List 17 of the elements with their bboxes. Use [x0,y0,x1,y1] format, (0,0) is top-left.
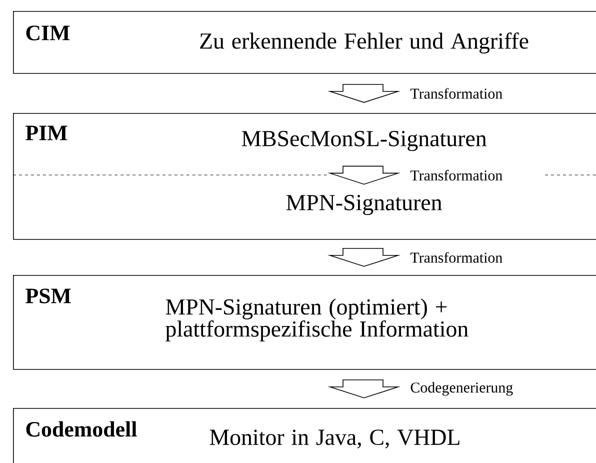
layer-content: MPN-Signaturen (optimiert) + plattformspezifische Information [166,298,468,342]
layer-content: MPN-Signaturen [286,194,442,216]
layer-content: Monitor in Java, C, VHDL [210,430,460,448]
block-arrow [327,380,401,398]
block-arrow [327,166,401,185]
edge-label: Codegenerierung [408,380,516,398]
layer-name: CIM [26,26,70,40]
edge-label: Transformation [408,86,505,101]
layer-name: PSM [26,288,71,304]
block-arrow [327,248,401,267]
edge-label: Transformation [408,250,505,265]
layer-content: MBSecMonSL-Signaturen [242,130,486,152]
layer-name: Codemodell [26,421,137,437]
layer-name: PIM [26,126,68,140]
block-arrow [327,84,401,103]
layer-content: Zu erkennende Fehler und Angriffe [200,32,528,54]
edge-label: Transformation [408,168,505,183]
